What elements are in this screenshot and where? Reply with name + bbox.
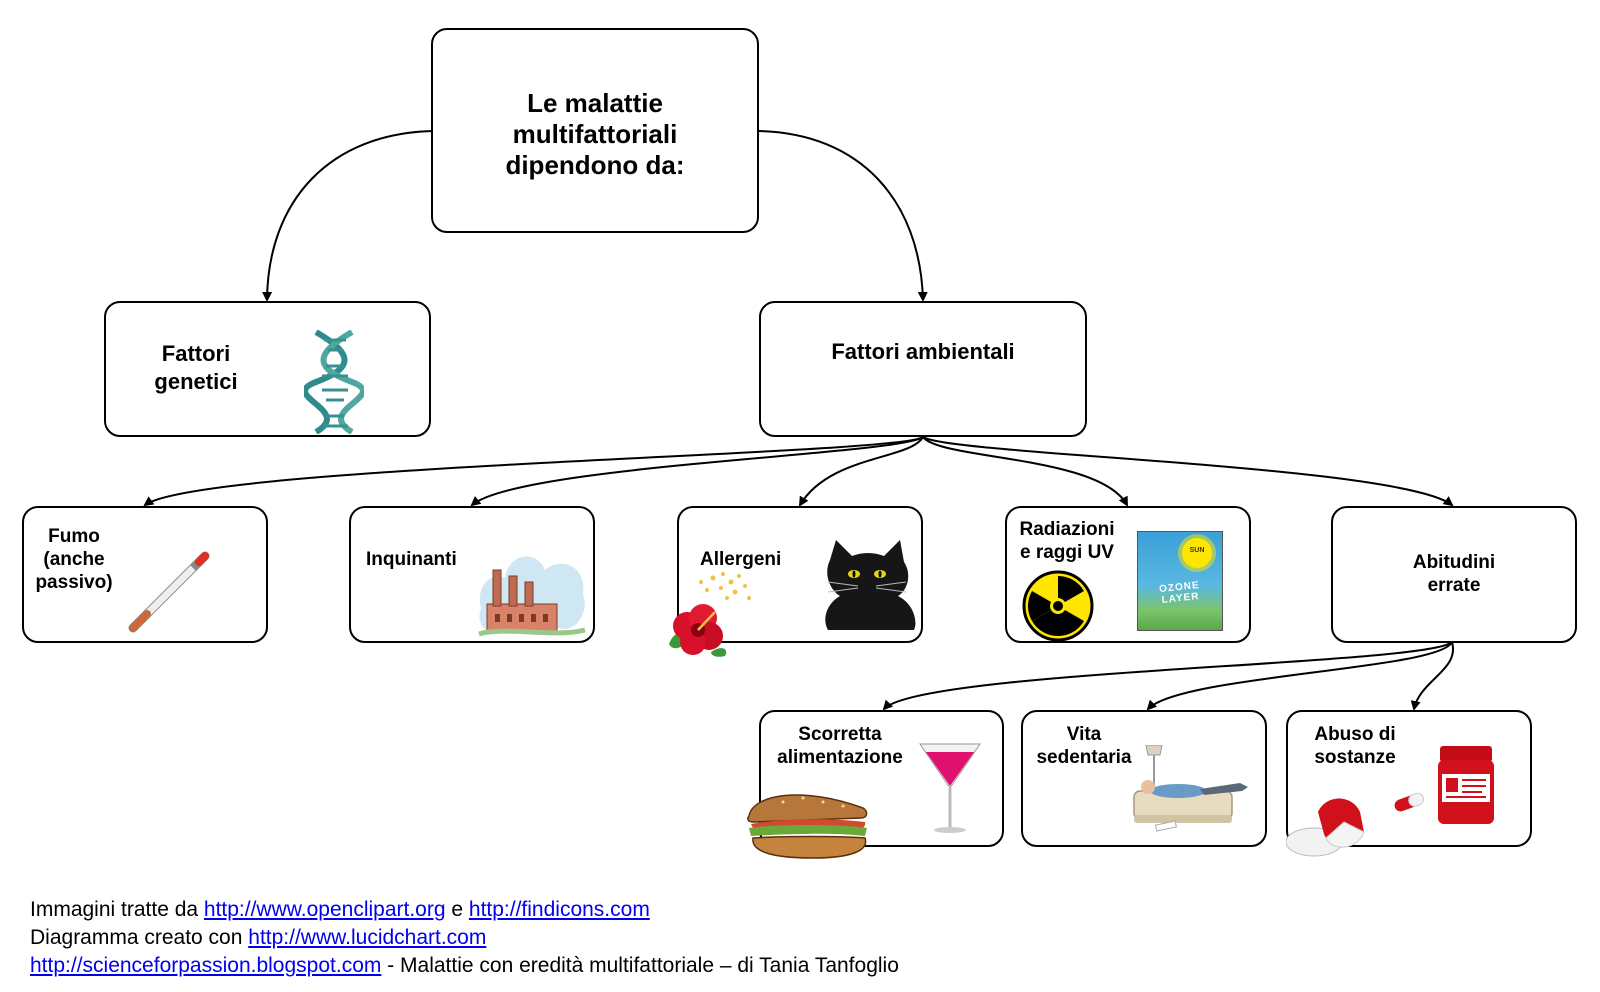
arrow-env-to-habits [922, 436, 1454, 507]
credits-line-1: Immagini tratte da http://www.openclipar… [30, 896, 899, 924]
arrow-env-to-smoke [143, 436, 924, 507]
arrow-habits-to-diet [882, 641, 1453, 711]
diet-label: Scorretta alimentazione [777, 724, 903, 768]
martini-glass-icon [919, 743, 981, 833]
arrow-habits-to-sedentary [1146, 641, 1453, 711]
credits-line-2: Diagramma creato con http://www.lucidcha… [30, 924, 899, 952]
credits-block: Immagini tratte da http://www.openclipar… [30, 896, 899, 980]
cat-icon [825, 540, 916, 630]
sedentary-node [1021, 710, 1267, 847]
ozone-poster: SUN OZONE LAYER [1137, 531, 1223, 631]
sandwich-icon [747, 794, 868, 859]
radiation-hazard-icon [1022, 570, 1094, 642]
radiation-label: Radiazioni e raggi UV [1019, 519, 1115, 563]
sun-shape [1182, 538, 1212, 568]
habits-label: Abitudini errate [1412, 552, 1496, 596]
sedentary-label: Vita sedentaria [1036, 724, 1132, 768]
arrow-env-to-radiation [922, 436, 1128, 507]
smoke-label: Fumo (anche passivo) [35, 526, 113, 593]
openclipart-link[interactable]: http://www.openclipart.org [203, 898, 446, 921]
cigarette-icon [128, 551, 210, 633]
arrow-habits-to-substances [1410, 641, 1455, 711]
substances-label: Abuso di sostanze [1314, 724, 1396, 768]
scienceforpassion-link[interactable]: http://scienceforpassion.blogspot.com [30, 954, 382, 977]
lucidchart-link[interactable]: http://www.lucidchart.com [248, 926, 487, 949]
hibiscus-flower-icon [669, 572, 751, 657]
habits-node [1331, 506, 1577, 643]
credits-images-prefix: Immagini tratte da [30, 898, 204, 921]
genetic-node [104, 301, 431, 437]
medicine-bottle-icon [1394, 746, 1494, 824]
credits-line-3: http://scienceforpassion.blogspot.com - … [30, 952, 899, 980]
person-on-sofa-icon [1133, 745, 1248, 832]
findicons-link[interactable]: http://findicons.com [468, 898, 650, 921]
allergens-label: Allergeni [700, 549, 782, 570]
pollutants-label: Inquinanti [366, 549, 457, 570]
environmental-node [759, 301, 1087, 437]
dna-icon [304, 330, 364, 434]
credits-diagram-prefix: Diagramma creato con [30, 926, 249, 949]
arrow-env-to-allergens [798, 436, 924, 507]
poster-ozone-text: OZONE LAYER [1158, 579, 1201, 606]
credits-and-text: e [445, 898, 469, 921]
root-label: Le malattie multifattoriali dipendono da… [505, 88, 685, 180]
arrow-env-to-pollutants [470, 436, 924, 507]
environmental-label: Fattori ambientali [831, 339, 1015, 364]
pills-icon [1286, 798, 1365, 857]
arrow-root-to-environmental [757, 130, 928, 302]
genetic-label: Fattori genetici [154, 341, 238, 394]
factory-icon [478, 556, 586, 637]
diet-node [759, 710, 1004, 847]
arrow-root-to-genetic [262, 130, 435, 302]
credits-title-text: - Malattie con eredità multifattoriale –… [381, 954, 899, 977]
root-node [431, 28, 759, 233]
poster-sun-text: SUN [1189, 547, 1205, 554]
